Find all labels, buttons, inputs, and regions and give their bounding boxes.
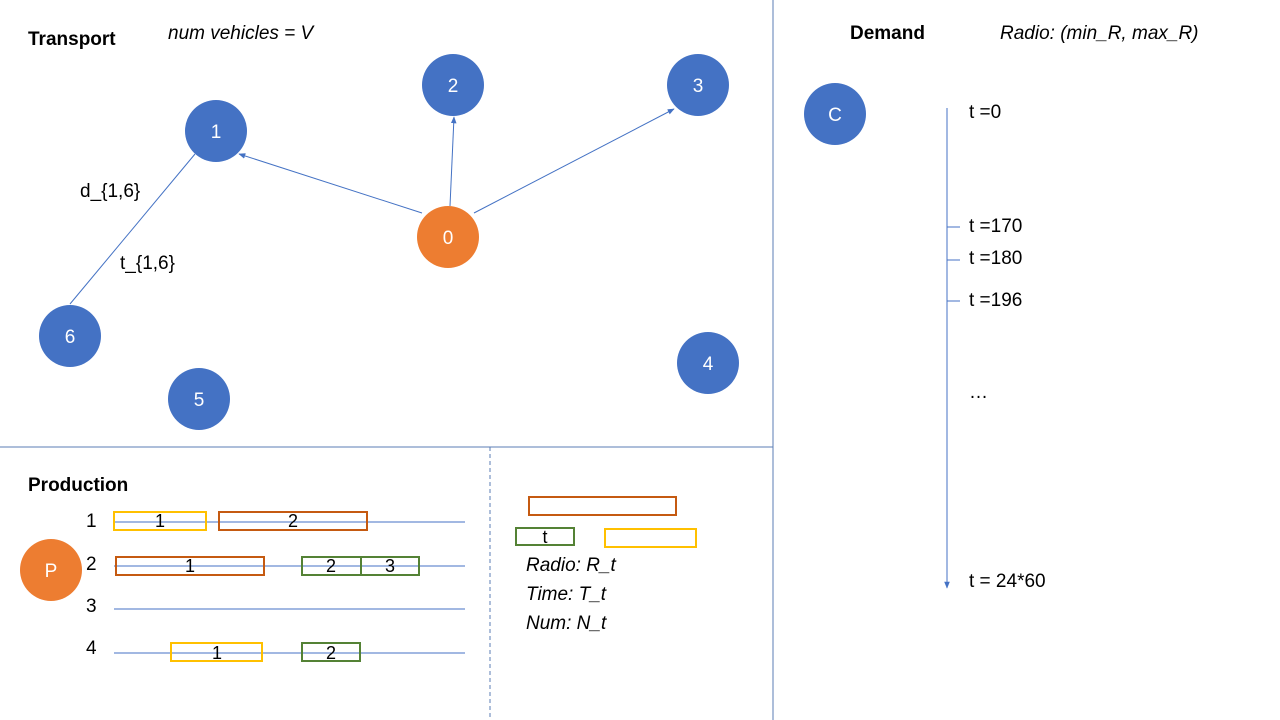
timeline-label-end: t = 24*60	[969, 571, 1046, 592]
legend-green-bar: t	[515, 527, 575, 547]
production-task-label: 1	[155, 511, 165, 531]
node-4-label: 4	[703, 354, 714, 375]
production-title: Production	[28, 475, 128, 496]
edge-0-1	[238, 153, 423, 214]
production-task-label: 2	[288, 511, 298, 531]
production-task-label: 2	[326, 643, 336, 663]
node-2: 2	[422, 54, 484, 116]
node-p-label: P	[45, 561, 58, 582]
timeline-label-0: t =0	[969, 102, 1001, 123]
legend-task-label: t	[542, 527, 547, 547]
edge-time-label: t_{1,6}	[120, 253, 175, 274]
production-task-bar: 2	[301, 642, 361, 663]
edge-distance-label: d_{1,6}	[80, 181, 140, 202]
node-4: 4	[677, 332, 739, 394]
timeline-label-196: t =196	[969, 290, 1022, 311]
production-task-bar: 1	[170, 642, 263, 663]
node-6: 6	[39, 305, 101, 367]
transport-edges	[69, 108, 675, 305]
production-task-bar: 2	[218, 511, 368, 531]
legend-num-text: Num: N_t	[526, 613, 607, 634]
demand-title: Demand	[850, 23, 925, 44]
node-5-label: 5	[194, 390, 205, 411]
transport-subtitle: num vehicles = V	[168, 23, 316, 44]
legend-time-text: Time: T_t	[526, 584, 607, 605]
node-2-label: 2	[448, 76, 459, 97]
edge-0-2	[449, 116, 457, 207]
production-line-2-label: 2	[86, 554, 97, 575]
production-task-label: 3	[385, 556, 395, 576]
demand-subtitle: Radio: (min_R, max_R)	[1000, 23, 1199, 44]
production-task-bar: 1	[115, 556, 265, 576]
node-1: 1	[185, 100, 247, 162]
legend-radio-text: Radio: R_t	[526, 555, 616, 576]
production-task-label: 1	[212, 643, 222, 663]
node-c-label: C	[828, 105, 842, 126]
timeline-label-180: t =180	[969, 248, 1022, 269]
node-p: P	[20, 539, 82, 601]
edge-0-3	[473, 108, 675, 214]
node-3: 3	[667, 54, 729, 116]
node-1-label: 1	[211, 122, 222, 143]
node-3-label: 3	[693, 76, 704, 97]
legend-brown-bar	[528, 496, 677, 516]
node-6-label: 6	[65, 327, 76, 348]
production-task-label: 1	[185, 556, 195, 576]
edge-6-1	[69, 153, 196, 305]
legend-yellow-bar	[604, 528, 697, 548]
node-0: 0	[417, 206, 479, 268]
node-5: 5	[168, 368, 230, 430]
production-line-3-label: 3	[86, 596, 97, 617]
production-task-label: 2	[326, 556, 336, 576]
node-0-label: 0	[443, 228, 454, 249]
timeline-label-170: t =170	[969, 216, 1022, 237]
production-task-bar: 1	[113, 511, 207, 531]
transport-title: Transport	[28, 29, 116, 50]
production-task-bar: 3	[360, 556, 420, 576]
production-line-4-label: 4	[86, 638, 97, 659]
node-c: C	[804, 83, 866, 145]
timeline-label-ellipsis: …	[969, 382, 988, 403]
production-line-1-label: 1	[86, 511, 97, 532]
